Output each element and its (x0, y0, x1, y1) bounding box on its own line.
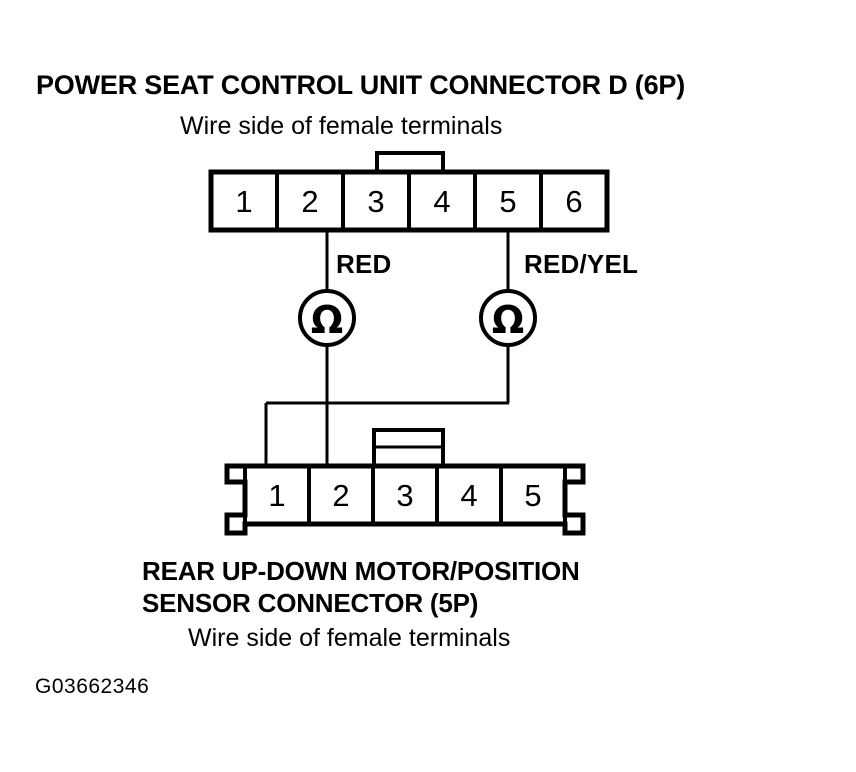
bottom-connector-pin-5: 5 (524, 478, 541, 513)
top-connector-subtitle: Wire side of female terminals (180, 112, 503, 140)
ohmmeter-left: Ω (298, 289, 356, 347)
top-connector-title: POWER SEAT CONTROL UNIT CONNECTOR D (6P) (36, 70, 686, 100)
bottom-connector-pin-3: 3 (396, 478, 413, 513)
ohmmeter-right-symbol: Ω (492, 298, 524, 342)
top-connector-graphic: 1 2 3 4 5 6 (208, 151, 610, 233)
top-connector-pin-2: 2 (301, 184, 318, 219)
ohmmeter-right: Ω (479, 289, 537, 347)
ohmmeter-right-circle (479, 289, 537, 347)
bottom-connector-title-line2: SENSOR CONNECTOR (5P) (142, 588, 479, 618)
bottom-connector-body (243, 464, 567, 526)
ohmmeter-left-circle (298, 289, 356, 347)
wire-label-red: RED (336, 249, 392, 279)
ohmmeter-left-symbol: Ω (311, 298, 343, 342)
bottom-connector-title-line1: REAR UP-DOWN MOTOR/POSITION (142, 556, 580, 586)
bottom-connector-pin-1: 1 (268, 478, 285, 513)
wire-red-yel (264, 230, 510, 466)
top-connector-pin-1: 1 (235, 184, 252, 219)
bottom-connector-pin-4: 4 (460, 478, 477, 513)
wire-label-red-yel: RED/YEL (524, 249, 639, 279)
top-connector-pin-3: 3 (367, 184, 384, 219)
bottom-connector-pin-2: 2 (332, 478, 349, 513)
top-connector-pin-6: 6 (565, 184, 582, 219)
figure-code: G03662346 (35, 675, 150, 698)
top-connector-pin-5: 5 (499, 184, 516, 219)
bottom-connector-subtitle: Wire side of female terminals (188, 624, 511, 652)
top-connector-tab (375, 151, 445, 174)
bottom-connector-graphic: 1 2 3 4 5 (224, 428, 586, 536)
top-connector-pin-4: 4 (433, 184, 450, 219)
